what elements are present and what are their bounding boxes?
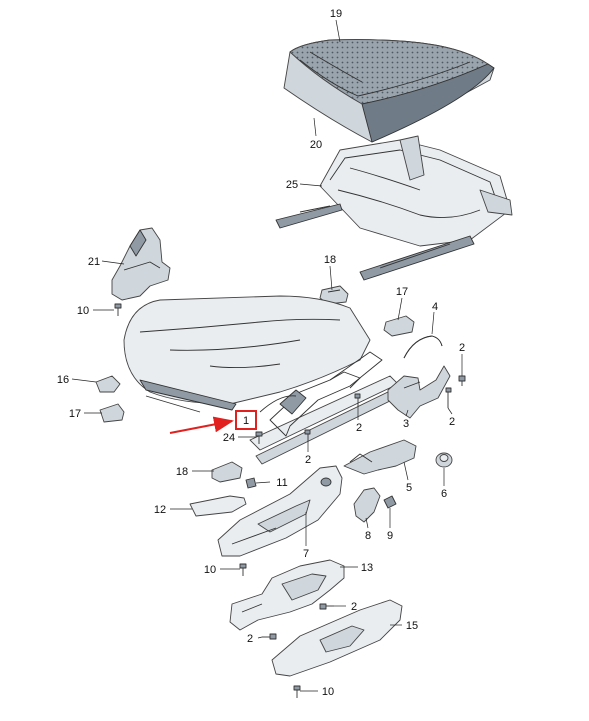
screws [114, 303, 466, 698]
callout-9: 9 [387, 530, 393, 542]
clip-18-top [319, 285, 349, 305]
screw-2-b [445, 387, 452, 408]
screw-2-f [262, 633, 277, 640]
callout-2: 2 [305, 454, 311, 466]
screw-10-b [239, 563, 247, 576]
screw-2-c [354, 393, 361, 406]
callout-2: 2 [459, 342, 465, 354]
callout-17: 17 [69, 408, 81, 420]
callout-1: 1 [243, 415, 249, 427]
clip-11 [245, 477, 257, 489]
bracket-3 [387, 365, 451, 419]
lever-5 [343, 439, 417, 475]
callout-10: 10 [204, 564, 216, 576]
callout-2: 2 [449, 416, 455, 428]
knob-6 [435, 452, 453, 468]
callout-6: 6 [441, 488, 447, 500]
callout-19: 19 [330, 8, 342, 20]
side-trim-7 [217, 465, 343, 557]
callout-2: 2 [247, 633, 253, 645]
seat-frame [275, 135, 513, 281]
highlight-box [235, 410, 257, 430]
seat-lower-cushion [123, 295, 371, 413]
highlight-part-1 [169, 410, 257, 434]
callout-10: 10 [77, 305, 89, 317]
seat-cushion-top [283, 39, 495, 143]
screw-10-a [114, 303, 122, 316]
clip-18-lower [211, 461, 243, 483]
highlight-arrow [169, 416, 234, 434]
lever-8 [353, 487, 381, 523]
callout-21: 21 [88, 256, 100, 268]
clip-17-right [383, 315, 415, 337]
callout-12: 12 [154, 504, 166, 516]
callout-15: 15 [406, 620, 418, 632]
side-bracket-21 [111, 227, 171, 301]
outer-trim-15 [271, 599, 403, 677]
callout-11: 11 [276, 477, 287, 489]
callout-7: 7 [303, 548, 309, 560]
clip-9 [383, 495, 397, 509]
callout-16: 16 [57, 374, 69, 386]
callout-18: 18 [176, 466, 188, 478]
screw-2-e [319, 603, 334, 610]
screw-24 [255, 431, 263, 444]
clip-16-left [95, 375, 121, 393]
cable-4 [403, 335, 443, 359]
leader-lines [71, 19, 463, 692]
callout-labels: 19 20 25 21 18 10 17 4 2 16 17 2 3 2 1 2… [57, 8, 465, 698]
mounting-plate-13 [229, 559, 345, 631]
callout-17: 17 [396, 286, 408, 298]
callout-5: 5 [406, 482, 412, 494]
callout-10: 10 [322, 686, 334, 698]
callout-2: 2 [356, 422, 362, 434]
screw-2-a [458, 375, 466, 386]
callout-8: 8 [365, 530, 371, 542]
callout-18: 18 [324, 254, 336, 266]
screw-2-d [304, 429, 311, 442]
callout-24: 24 [223, 432, 235, 444]
clip-17-left [99, 403, 125, 423]
callout-25: 25 [286, 179, 298, 191]
callout-20: 20 [310, 139, 322, 151]
screw-10-c [293, 685, 301, 698]
callout-2: 2 [351, 601, 357, 613]
callout-13: 13 [361, 562, 373, 574]
trim-12 [189, 495, 247, 517]
callout-4: 4 [432, 301, 438, 313]
callout-3: 3 [403, 418, 409, 430]
